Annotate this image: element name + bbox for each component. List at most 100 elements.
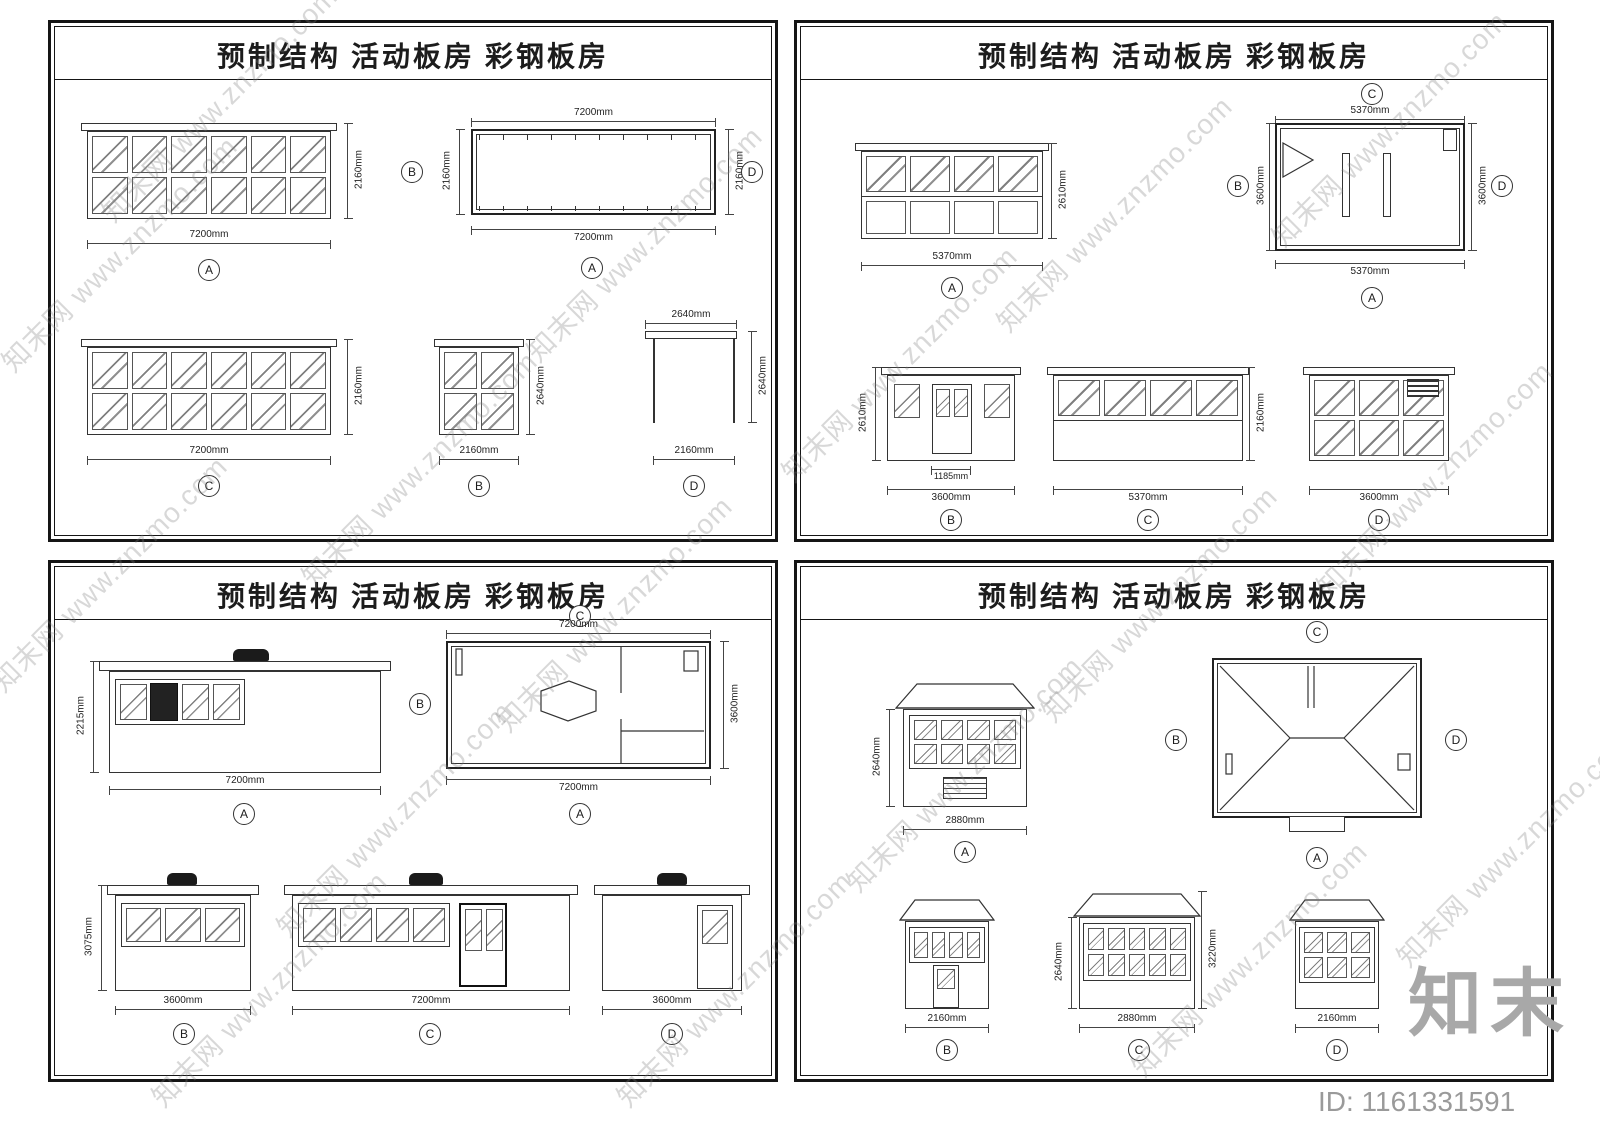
dim-line-v — [1068, 917, 1077, 1009]
door-glass — [936, 389, 950, 417]
beacon-light — [657, 873, 687, 885]
dim-line-h — [887, 486, 1015, 495]
window-pane — [211, 352, 247, 389]
window-pane — [250, 352, 287, 389]
dim-label: 7200mm — [559, 619, 598, 630]
door-glass — [954, 389, 968, 417]
beacon-light — [167, 873, 197, 885]
vent-grille — [1407, 379, 1439, 397]
dim-label: 7200mm — [574, 232, 613, 243]
window-pane — [1149, 954, 1166, 976]
window-pane — [120, 684, 147, 720]
window-pane — [92, 136, 128, 173]
window-pane — [910, 156, 950, 192]
panel-title: 预制结构 活动板房 彩钢板房 — [977, 582, 1370, 613]
view-label-b: B — [1227, 175, 1249, 197]
dim-label: 2160mm — [441, 151, 453, 190]
dim-line-v — [456, 129, 465, 215]
dim-line-v — [1468, 123, 1477, 251]
p2-elev-a-roof — [855, 143, 1049, 151]
dim-line-v — [90, 661, 99, 773]
dim-line-v — [526, 339, 535, 435]
window-pane — [1058, 380, 1100, 416]
window-pane — [131, 352, 168, 389]
p3-elev-c-windows — [298, 903, 450, 947]
window-pane — [290, 352, 326, 389]
window-pane — [1150, 380, 1192, 416]
p2-elev-a-windows — [861, 151, 1043, 197]
view-label-d: D — [1491, 175, 1513, 197]
dim-label: 2610mm — [857, 393, 869, 432]
view-label-b: B — [173, 1023, 195, 1045]
window-pane — [250, 393, 287, 430]
p4-elev-d-windows — [1299, 927, 1375, 983]
dim-line-v — [344, 339, 353, 435]
dim-label: 5370mm — [1128, 492, 1168, 503]
sheet-panel-4: 预制结构 活动板房 彩钢板房 2640mm 2880mm A C B D A — [794, 560, 1554, 1082]
dim-line-h — [446, 776, 711, 785]
window-pane — [967, 720, 990, 740]
p3-elev-b-roof — [107, 885, 259, 895]
dim-line-h — [903, 826, 1027, 835]
p2-elev-d-roof — [1303, 367, 1455, 375]
dim-line-h — [1309, 486, 1449, 495]
p2-elev-c-windows — [1053, 375, 1243, 421]
window-pane — [1088, 954, 1105, 976]
beacon-light — [233, 649, 269, 661]
dim-label: 2160mm — [1255, 393, 1267, 432]
plan-tick-marks — [479, 135, 708, 140]
dim-label: 2640mm — [671, 309, 711, 320]
window-pane — [954, 156, 994, 192]
dim-label: 3600mm — [163, 995, 203, 1006]
window-pane — [866, 156, 906, 192]
window-pane — [290, 136, 326, 173]
view-label-b: B — [1165, 729, 1187, 751]
panel-title: 预制结构 活动板房 彩钢板房 — [977, 42, 1370, 73]
dim-line-h — [87, 240, 331, 249]
dim-label: 7200mm — [574, 107, 613, 118]
dim-line-h — [115, 1006, 251, 1015]
view-label-b: B — [401, 161, 423, 183]
view-label-d: D — [661, 1023, 683, 1045]
p4-elev-c-windows — [1083, 923, 1191, 981]
p1-sect-d-top-beam — [645, 331, 737, 339]
dim-line-h — [471, 118, 716, 127]
beacon-light — [409, 873, 443, 885]
window-pane — [1104, 380, 1146, 416]
window-pane — [966, 932, 980, 958]
p3-elev-d-roof — [594, 885, 750, 895]
window-pane — [211, 136, 247, 173]
window-pane — [171, 136, 207, 173]
dim-line-v — [1266, 123, 1275, 251]
window-pane — [376, 908, 409, 942]
window-pane — [1350, 932, 1370, 953]
view-label-c: C — [419, 1023, 441, 1045]
window-pane — [894, 384, 920, 418]
dim-line-h — [905, 1024, 989, 1033]
dim-label: 7200mm — [189, 445, 229, 456]
view-label-b: B — [409, 693, 431, 715]
window-pane — [213, 684, 240, 720]
dim-line-v — [1246, 367, 1255, 461]
title-divider — [801, 619, 1547, 620]
dim-line-h — [861, 262, 1043, 271]
wall-panel — [998, 201, 1038, 234]
dim-line-h — [471, 226, 716, 235]
dim-label: 3600mm — [652, 995, 692, 1006]
window-pane — [1403, 420, 1444, 456]
dim-line-h — [931, 466, 971, 475]
window-pane — [481, 352, 514, 389]
dim-line-v — [344, 123, 353, 219]
window-pane — [250, 177, 287, 214]
window-pane — [949, 932, 963, 958]
p3-elev-a-roof — [99, 661, 391, 671]
view-label-b: B — [468, 475, 490, 497]
p3-elev-c-roof — [284, 885, 578, 895]
window-pane — [993, 720, 1016, 740]
dim-label: 5370mm — [1350, 105, 1390, 116]
window-pane — [171, 393, 207, 430]
plan-step — [1289, 816, 1345, 832]
p1-elev-a-body — [87, 131, 331, 219]
panel-title: 预制结构 活动板房 彩钢板房 — [216, 582, 609, 613]
dim-line-h — [109, 786, 381, 795]
